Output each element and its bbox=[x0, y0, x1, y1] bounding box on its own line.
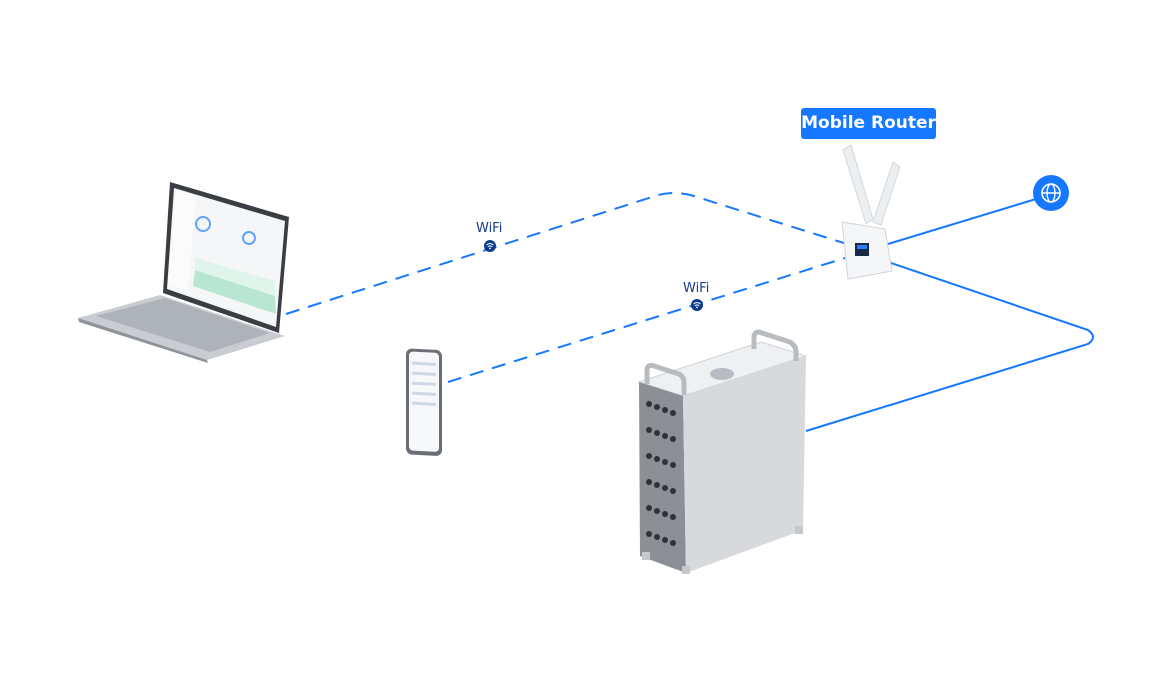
laptop-wifi-line bbox=[285, 192, 848, 315]
wired-connections bbox=[805, 198, 1094, 432]
wifi-marker-laptop bbox=[484, 240, 496, 252]
wifi-label-laptop: WiFi bbox=[476, 221, 503, 236]
router-label: Mobile Router bbox=[801, 108, 936, 139]
globe-icon bbox=[1033, 175, 1069, 211]
wifi-connections bbox=[285, 192, 848, 383]
smartphone bbox=[406, 348, 442, 456]
laptop bbox=[78, 182, 289, 363]
wifi-marker-phone bbox=[691, 299, 703, 311]
router-to-server-line bbox=[805, 261, 1094, 432]
router-to-internet-line bbox=[887, 198, 1037, 245]
phone-wifi-line bbox=[447, 257, 846, 383]
wifi-label-phone: WiFi bbox=[683, 281, 710, 296]
server-tower bbox=[637, 329, 808, 574]
mobile-router bbox=[841, 144, 901, 280]
